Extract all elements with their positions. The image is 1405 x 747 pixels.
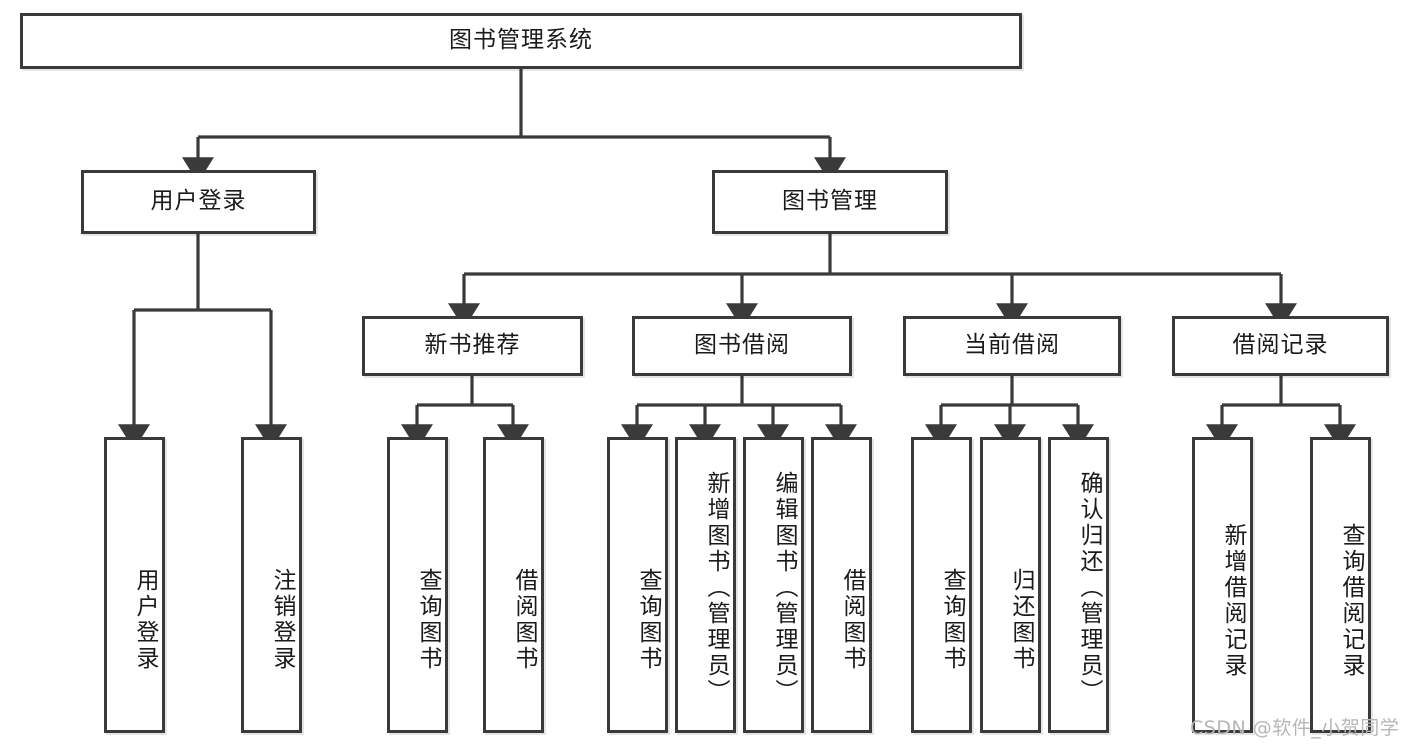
node-label: 确认归还（管理员）	[1076, 471, 1102, 705]
node-leaf-user-login[interactable]: 用户登录	[104, 437, 165, 733]
node-label: 查询借阅记录	[1338, 523, 1364, 679]
node-label: 编辑图书（管理员）	[771, 471, 797, 705]
node-label: 借阅图书	[839, 568, 865, 672]
node-new-book-recommend[interactable]: 新书推荐	[362, 316, 583, 376]
node-leaf-return-book[interactable]: 归还图书	[980, 437, 1041, 733]
node-label: 注销登录	[269, 568, 295, 672]
node-leaf-confirm-return[interactable]: 确认归还（管理员）	[1048, 437, 1109, 733]
node-label: 图书管理系统	[449, 27, 593, 54]
node-label: 图书管理	[782, 188, 878, 215]
node-label: 用户登录	[132, 568, 158, 672]
node-label: 查询图书	[415, 568, 441, 672]
node-book-management[interactable]: 图书管理	[712, 170, 948, 234]
node-leaf-borrow-book-2[interactable]: 借阅图书	[811, 437, 872, 733]
node-label: 借阅记录	[1232, 332, 1329, 359]
node-label: 当前借阅	[964, 332, 1060, 359]
node-leaf-query-record[interactable]: 查询借阅记录	[1310, 437, 1371, 733]
node-borrow-record[interactable]: 借阅记录	[1172, 316, 1389, 376]
csdn-watermark: CSDN @软件_小贺同学	[1190, 717, 1400, 739]
node-label: 借阅图书	[511, 568, 537, 672]
node-label: 用户登录	[150, 188, 247, 215]
node-current-borrow[interactable]: 当前借阅	[903, 316, 1121, 376]
node-book-borrow[interactable]: 图书借阅	[632, 316, 852, 376]
node-book-management-system[interactable]: 图书管理系统	[20, 13, 1022, 69]
node-user-login[interactable]: 用户登录	[81, 170, 316, 234]
node-leaf-add-record[interactable]: 新增借阅记录	[1192, 437, 1253, 733]
node-leaf-add-book[interactable]: 新增图书（管理员）	[675, 437, 736, 733]
node-leaf-user-logout[interactable]: 注销登录	[241, 437, 302, 733]
node-label: 查询图书	[635, 568, 661, 672]
node-leaf-edit-book[interactable]: 编辑图书（管理员）	[743, 437, 804, 733]
node-leaf-borrow-book-1[interactable]: 借阅图书	[483, 437, 544, 733]
node-label: 新书推荐	[424, 332, 521, 359]
node-label: 图书借阅	[694, 332, 790, 359]
node-leaf-query-book-3[interactable]: 查询图书	[911, 437, 972, 733]
node-leaf-query-book-2[interactable]: 查询图书	[607, 437, 668, 733]
node-leaf-query-book-1[interactable]: 查询图书	[387, 437, 448, 733]
node-label: 新增借阅记录	[1220, 523, 1246, 679]
node-label: 归还图书	[1008, 568, 1034, 672]
node-label: 新增图书（管理员）	[703, 471, 729, 705]
node-label: 查询图书	[939, 568, 965, 672]
